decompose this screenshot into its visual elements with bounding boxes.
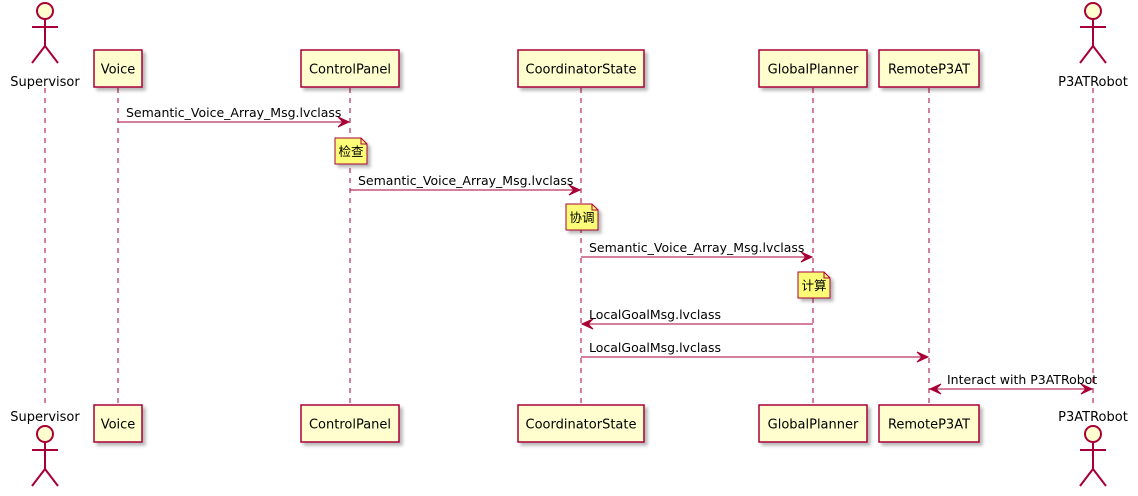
participant-box [517,404,645,443]
participant-remotep3at-bottom: RemoteP3AT [878,404,980,443]
participant-p3atrobot-bottom: P3ATRobot [1058,410,1128,487]
note-fold [360,138,367,145]
participant-p3atrobot-top: P3ATRobot [1058,2,1128,90]
participant-label: P3ATRobot [1058,75,1128,90]
message-coordinatorstate-to-remotep3at: LocalGoalMsg.lvclass [581,340,930,363]
participant-label: P3ATRobot [1058,410,1128,425]
arrowhead [800,251,814,263]
arrowhead [337,116,351,128]
participant-label: CoordinatorState [526,63,637,78]
participant-box [93,49,143,88]
participant-box [300,404,400,443]
events: Semantic_Voice_Array_Msg.lvclass 检查 Semant… [118,105,1097,395]
participant-box [93,404,143,443]
participant-coordinatorstate-bottom: CoordinatorState [517,404,645,443]
participant-box [758,49,868,88]
participant-voice-bottom: Voice [93,404,143,443]
participant-globalplanner-bottom: GlobalPlanner [758,404,868,443]
message-label: Semantic_Voice_Array_Msg.lvclass [126,105,341,120]
note-box [565,203,599,231]
participant-box [878,49,980,88]
note-fold [823,272,830,279]
message-coordinatorstate-to-globalplanner: Semantic_Voice_Array_Msg.lvclass [581,240,814,263]
participant-controlpanel-top: ControlPanel [300,49,400,88]
note-box [797,271,831,299]
participant-label: Supervisor [10,75,80,90]
participant-label: RemoteP3AT [888,63,970,78]
participant-supervisor-bottom: Supervisor [10,410,80,487]
actor-figure [31,2,59,64]
participant-box [878,404,980,443]
participant-controlpanel-bottom: ControlPanel [300,404,400,443]
lifelines [44,88,1094,405]
note-fold [591,204,598,211]
participants: SupervisorSupervisorVoiceVoiceControlPan… [10,2,1128,487]
note-globalplanner: 计算 [797,271,831,299]
actor-figure [31,425,59,487]
note-label: 检查 [338,144,364,159]
participant-label: Voice [101,63,136,78]
participant-remotep3at-top: RemoteP3AT [878,49,980,88]
message-label: LocalGoalMsg.lvclass [589,307,721,322]
message-label: Semantic_Voice_Array_Msg.lvclass [589,240,804,255]
participant-box [517,49,645,88]
actor-figure [1079,2,1107,64]
actor-figure [1079,425,1107,487]
note-box [334,137,368,165]
message-remotep3at-to-p3atrobot: Interact with P3ATRobot [928,372,1097,395]
participant-voice-top: Voice [93,49,143,88]
note-label: 协调 [569,210,594,225]
message-label: LocalGoalMsg.lvclass [589,340,721,355]
participant-label: GlobalPlanner [768,418,859,433]
arrowhead [568,184,582,196]
participant-supervisor-top: Supervisor [10,2,80,90]
participant-label: GlobalPlanner [768,63,859,78]
participant-label: ControlPanel [309,418,391,433]
message-label: Semantic_Voice_Array_Msg.lvclass [358,173,573,188]
participant-box [758,404,868,443]
participant-box [300,49,400,88]
note-coordinatorstate: 协调 [565,203,599,231]
participant-coordinatorstate-top: CoordinatorState [517,49,645,88]
message-controlpanel-to-coordinatorstate: Semantic_Voice_Array_Msg.lvclass [350,173,582,196]
note-controlpanel: 检查 [334,137,368,165]
participant-label: RemoteP3AT [888,418,970,433]
message-voice-to-controlpanel: Semantic_Voice_Array_Msg.lvclass [118,105,351,128]
participant-label: Voice [101,418,136,433]
participant-label: Supervisor [10,410,80,425]
arrowhead [928,383,942,395]
message-globalplanner-to-coordinatorstate: LocalGoalMsg.lvclass [580,307,813,330]
message-label: Interact with P3ATRobot [947,372,1097,387]
participant-globalplanner-top: GlobalPlanner [758,49,868,88]
arrowhead [916,351,930,363]
participant-label: CoordinatorState [526,418,637,433]
note-label: 计算 [801,278,826,293]
arrowhead [580,318,594,330]
participant-label: ControlPanel [309,63,391,78]
arrowhead [1080,383,1094,395]
